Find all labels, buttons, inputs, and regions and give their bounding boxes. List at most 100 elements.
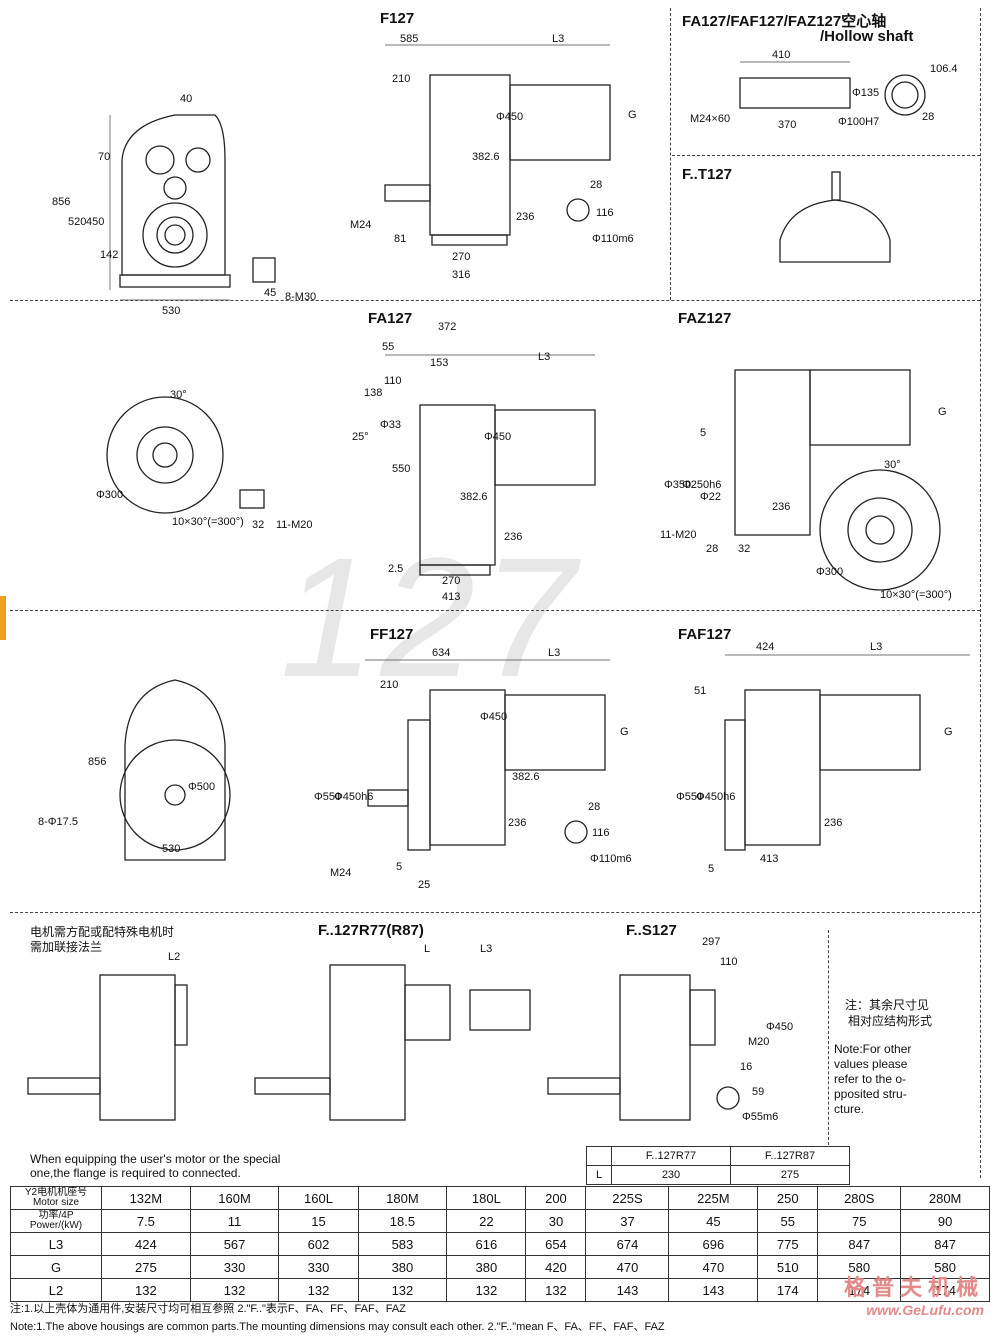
table-cell: 160L	[278, 1186, 359, 1210]
dim-label: 5	[396, 861, 402, 873]
footnote-cn: 注:1.以上壳体为通用件,安装尺寸均可相互参照 2."F.."表示F、FA、FF…	[10, 1303, 406, 1315]
dim-label: 153	[430, 357, 448, 369]
dim-label: Φ135	[852, 87, 879, 99]
table-cell: 132	[101, 1278, 191, 1302]
table-cell: 132M	[101, 1186, 191, 1210]
table-cell: 424	[101, 1232, 191, 1256]
table-cell: 280M	[900, 1186, 990, 1210]
dim-label: L3	[538, 351, 550, 363]
divider	[672, 155, 980, 156]
table-cell: 180L	[446, 1186, 527, 1210]
table-cell: 22	[446, 1209, 527, 1233]
dim-label: 11-M20	[276, 519, 312, 531]
title-f127: F127	[380, 10, 415, 27]
dim-label: 210	[392, 73, 410, 85]
flange-note-en-2: one,the flange is required to connected.	[30, 1166, 241, 1180]
dim-label: L2	[168, 951, 180, 963]
dim-label: 520	[68, 216, 86, 228]
dim-label: 28	[590, 179, 602, 191]
table-cell: 275	[101, 1255, 191, 1279]
logo-cn: 格普夫机械	[843, 1275, 984, 1300]
flange-fa127	[106, 396, 224, 514]
housing-front-view	[121, 114, 226, 276]
table-cell: 37	[585, 1209, 670, 1233]
table-cell: 225S	[585, 1186, 670, 1210]
dim-label: 316	[452, 269, 470, 281]
table-cell: 280S	[817, 1186, 902, 1210]
dim-label: 106.4	[930, 63, 958, 75]
motor-size-en: Motor size	[32, 1197, 80, 1208]
divider	[980, 8, 981, 1178]
divider	[10, 300, 980, 301]
dim-label: G	[628, 109, 637, 121]
flange-faz127	[819, 469, 941, 591]
table-cell: 567	[189, 1232, 280, 1256]
table-cell: 847	[900, 1232, 990, 1256]
table-cell: 330	[189, 1255, 280, 1279]
table-cell: 380	[446, 1255, 527, 1279]
table-cell: 654	[525, 1232, 587, 1256]
dim-label: 413	[442, 591, 460, 603]
right-note-en-2: values please	[834, 1057, 908, 1071]
flange-note-cn-1: 电机需方配或配特殊电机时	[30, 925, 175, 939]
dim-label: 8-Φ17.5	[38, 816, 78, 828]
table-row: L2 132 132 132 132 132 132 143 143 174 1…	[10, 1278, 990, 1302]
dim-label: L3	[548, 647, 560, 659]
dim-label: Φ55m6	[742, 1111, 778, 1123]
dim-label: 32	[252, 519, 264, 531]
table-header-cell: L3	[10, 1232, 102, 1256]
right-note-en-1: Note:For other	[834, 1042, 912, 1056]
dim-label: M24	[330, 867, 351, 879]
dim-label: 30°	[884, 459, 901, 471]
table-cell: 775	[757, 1232, 819, 1256]
title-fs: F..S127	[626, 922, 677, 939]
dim-label: 5	[700, 427, 706, 439]
r-table-cell: L	[586, 1165, 612, 1185]
dim-label: 236	[772, 501, 790, 513]
dim-label: 410	[772, 49, 790, 61]
divider	[10, 912, 980, 913]
dim-label: 11-M20	[660, 529, 696, 541]
table-cell: 132	[189, 1278, 280, 1302]
table-cell: 580	[900, 1255, 990, 1279]
dim-label: 25°	[352, 431, 369, 443]
r-table-cell: 275	[730, 1165, 850, 1185]
dim-label: Φ450h6	[334, 791, 373, 803]
table-header-cell: 功率/4P Power/(kW)	[10, 1209, 102, 1233]
dim-label: 382.6	[472, 151, 500, 163]
dim-label: Φ550	[676, 791, 703, 803]
dim-label: 382.6	[512, 771, 540, 783]
dim-label: 10×30°(=300°)	[172, 516, 244, 528]
dim-label: Φ450	[496, 111, 523, 123]
dim-label: 634	[432, 647, 450, 659]
dim-label: 382.6	[460, 491, 488, 503]
right-note-en-3: refer to the o-	[834, 1072, 907, 1086]
dim-label: Φ22	[700, 491, 721, 503]
dim-label: 28	[706, 543, 718, 555]
table-header-cell: Y2电机机座号 Motor size	[10, 1186, 102, 1210]
dim-label: 32	[738, 543, 750, 555]
dim-label: 413	[760, 853, 778, 865]
dim-label: 370	[778, 119, 796, 131]
table-cell: 180M	[357, 1186, 448, 1210]
dim-label: 236	[516, 211, 534, 223]
dim-label: L	[424, 943, 430, 955]
dim-label: Φ350	[664, 479, 691, 491]
table-cell: 90	[900, 1209, 990, 1233]
footnote-en: Note:1.The above housings are common par…	[10, 1321, 665, 1333]
dim-label: 16	[740, 1061, 752, 1073]
dim-label: 138	[364, 387, 382, 399]
right-note-cn-1: 注：其余尺寸见	[845, 998, 930, 1012]
table-cell: 174	[757, 1278, 819, 1302]
dim-label: 110	[720, 956, 738, 968]
dim-label: 142	[100, 249, 118, 261]
dim-label: Φ450	[480, 711, 507, 723]
table-cell: 583	[357, 1232, 448, 1256]
r-table-header: F..127R77	[611, 1146, 731, 1166]
table-cell: 420	[525, 1255, 587, 1279]
table-cell: 250	[757, 1186, 819, 1210]
dim-label: M20	[748, 1036, 769, 1048]
motor-size-cn: Y2电机机座号	[24, 1187, 88, 1198]
divider	[828, 930, 829, 1145]
dim-label: 270	[452, 251, 470, 263]
